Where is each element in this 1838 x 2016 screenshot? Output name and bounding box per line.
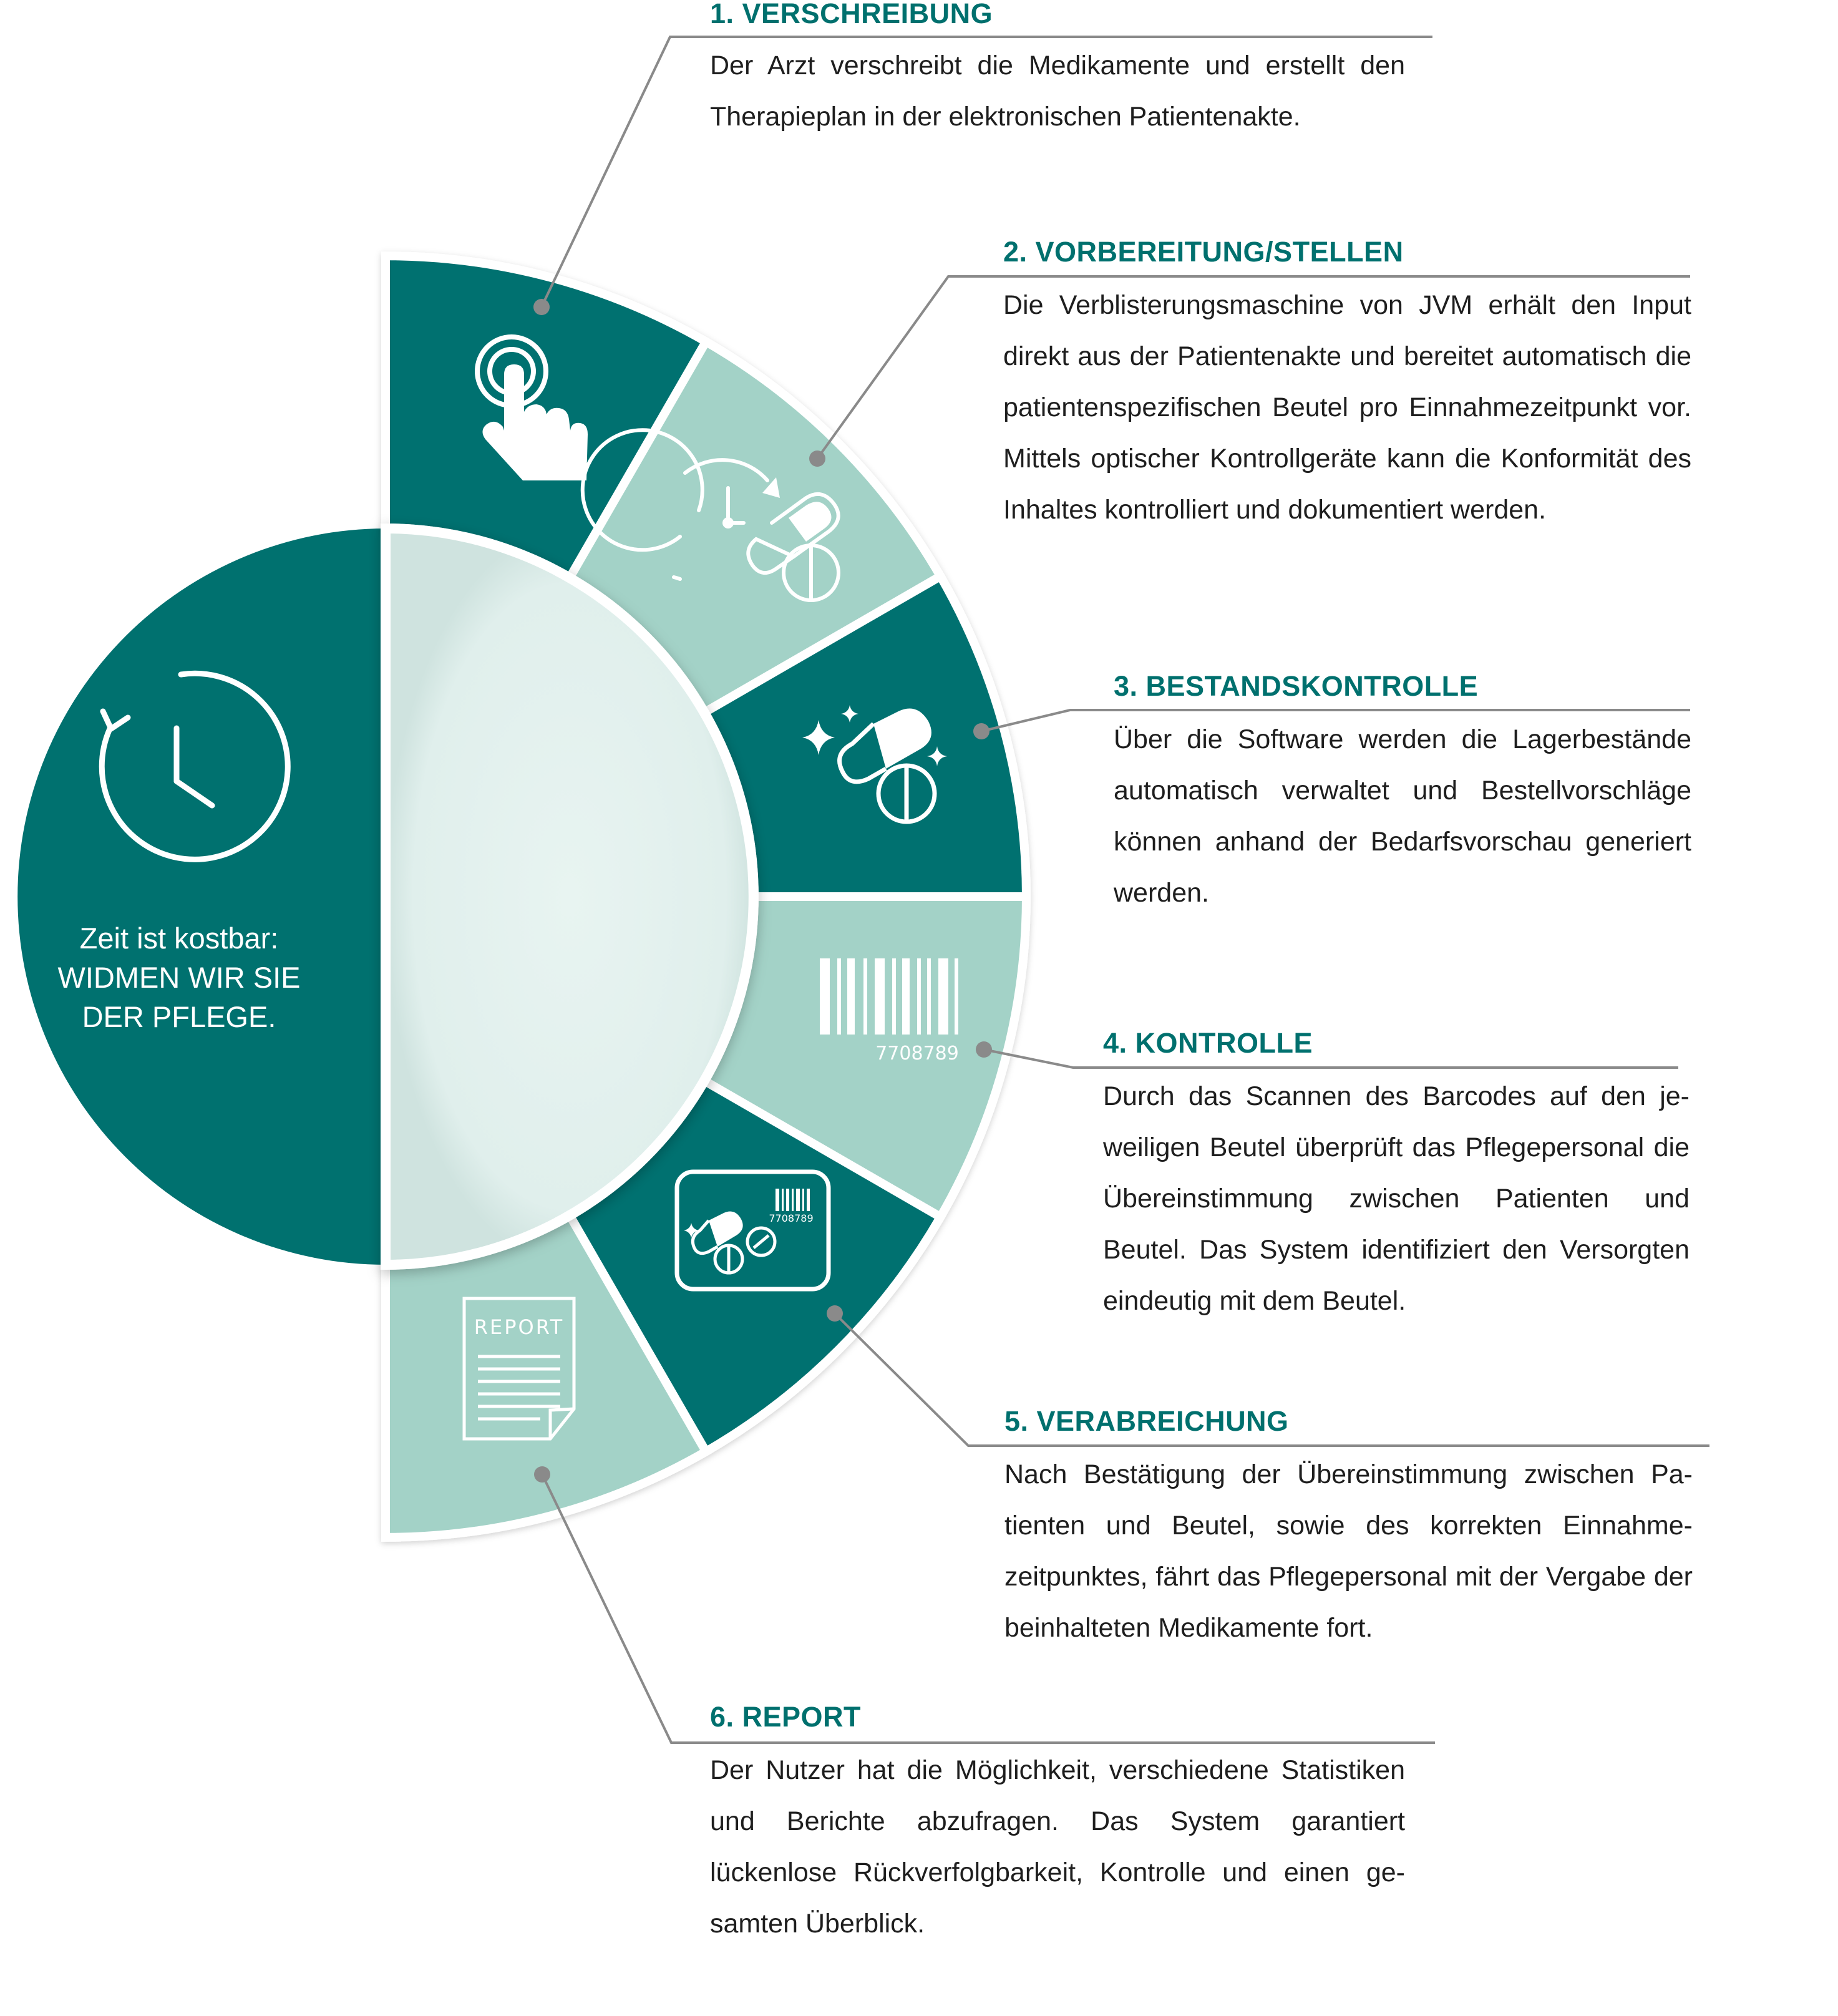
step-1-verschreibung: 1. VERSCHREIBUNG Der Arzt verschreibt di…: [710, 0, 1405, 142]
connector-dot-4: [976, 1041, 992, 1058]
connector-dot-6: [534, 1466, 550, 1483]
connector-3: [981, 709, 1690, 733]
connector-2: [816, 275, 1690, 460]
step-6-text: Der Nutzer hat die Möglichkeit, verschie…: [710, 1755, 1405, 1939]
clock-refresh-icon: [99, 670, 291, 862]
barcode-number: 7708789: [875, 1043, 959, 1064]
step-5-verabreichung: 5. VERABREICHUNG Nach Bestätigung der Üb…: [1004, 1404, 1693, 1653]
report-document-icon: [462, 1297, 576, 1441]
report-label: REPORT: [474, 1315, 564, 1339]
step-2-title: 2. VORBEREITUNG/STELLEN: [1003, 236, 1404, 268]
step-3-title: 3. BESTANDSKONTROLLE: [1114, 670, 1479, 702]
center-text-line1: Zeit ist kostbar:: [80, 922, 279, 955]
connector-dot-2: [809, 450, 825, 467]
step-4-title: 4. KONTROLLE: [1103, 1027, 1313, 1059]
step-3-bestandskontrolle: 3. BESTANDSKONTROLLE Über die Software w…: [1114, 669, 1691, 918]
connector-dots: [533, 299, 992, 1483]
center-text-line2: WIDMEN WIR SIE: [57, 961, 300, 994]
step-1-title: 1. VERSCHREIBUNG: [710, 0, 993, 29]
step-1-text: Der Arzt verschreibt die Medikamente und…: [710, 51, 1405, 132]
connector-1: [540, 36, 1432, 308]
connector-5: [834, 1312, 1709, 1447]
connector-dot-1: [533, 299, 550, 315]
connector-dot-3: [973, 723, 990, 739]
card-barcode-number: 7708789: [769, 1212, 813, 1224]
step-5-text: Nach Bestätigung der Übereinstimmung zwi…: [1004, 1459, 1693, 1643]
sparkle-pills-icon: [802, 705, 947, 824]
step-6-title: 6. REPORT: [710, 1701, 862, 1733]
step-2-vorbereitung: 2. VORBEREITUNG/STELLEN Die Verblisterun…: [1003, 235, 1691, 535]
connector-4: [983, 1048, 1678, 1069]
clock-pills-icon: [580, 428, 840, 602]
center-text-line3: DER PFLEGE.: [82, 1000, 276, 1033]
connector-6: [541, 1474, 1435, 1744]
step-6-report: 6. REPORT Der Nutzer hat die Möglichkeit…: [710, 1700, 1405, 1949]
connector-dot-5: [827, 1305, 843, 1322]
touch-hand-icon: [475, 334, 588, 480]
connector-lines: [540, 36, 1709, 1744]
step-5-title: 5. VERABREICHUNG: [1004, 1405, 1289, 1437]
barcode-icon: [820, 958, 958, 1035]
step-4-kontrolle: 4. KONTROLLE Durch das Scannen des Barco…: [1103, 1026, 1690, 1327]
left-half-disc: [17, 528, 386, 1265]
scan-card-icon: [674, 1169, 831, 1292]
step-2-text: Die Verblisterungsmaschine von JVM erhäl…: [1003, 290, 1691, 525]
step-4-text: Durch das Scannen des Barcodes auf den j…: [1103, 1081, 1690, 1316]
inner-light-disc: [381, 523, 759, 1270]
step-3-text: Über die Software werden die Lagerbestän…: [1114, 724, 1691, 908]
